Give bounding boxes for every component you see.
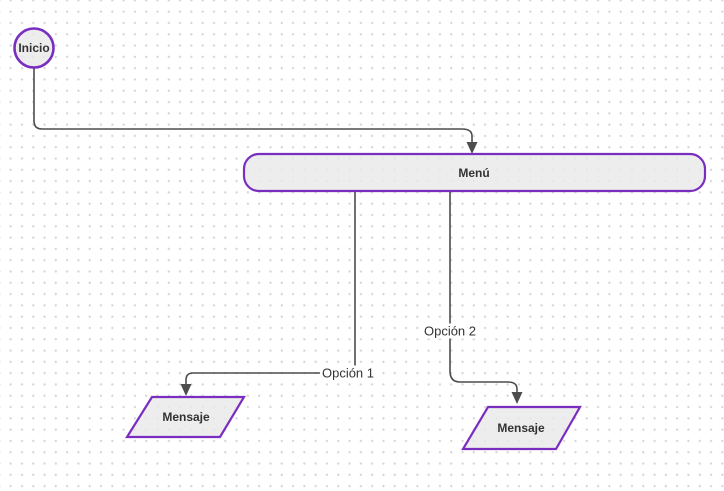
edge-label-opcion-1[interactable]: Opción 1 bbox=[319, 365, 377, 381]
edge-menu-to-mensaje2-arrowhead-icon bbox=[511, 392, 523, 404]
edge-inicio-to-menu-arrowhead-icon bbox=[466, 142, 478, 154]
edge-menu-to-mensaje1[interactable] bbox=[185, 191, 356, 384]
edge-menu-to-mensaje2[interactable] bbox=[449, 191, 518, 392]
edge-label-opcion-2[interactable]: Opción 2 bbox=[421, 323, 479, 339]
node-mensaje1-parallelogram[interactable] bbox=[125, 395, 246, 439]
node-mensaje2-parallelogram[interactable] bbox=[461, 405, 582, 451]
node-menu-rect[interactable] bbox=[242, 152, 707, 193]
node-inicio-circle[interactable] bbox=[13, 27, 55, 69]
edge-inicio-to-menu[interactable] bbox=[33, 68, 473, 142]
edge-menu-to-mensaje1-arrowhead-icon bbox=[180, 384, 192, 396]
